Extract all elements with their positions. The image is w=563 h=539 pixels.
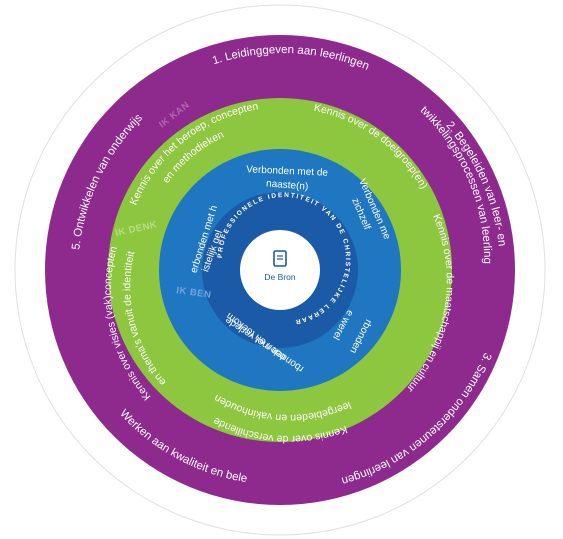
book-icon xyxy=(273,250,287,267)
center-label: De Bron xyxy=(264,272,295,282)
blue-item-1-line2: naaste(n) xyxy=(266,178,309,192)
blue-item-1-line1: Verbonden met de xyxy=(246,164,329,178)
level-label-ik-ben: IK BEN xyxy=(176,285,212,301)
center-circle xyxy=(240,230,320,310)
